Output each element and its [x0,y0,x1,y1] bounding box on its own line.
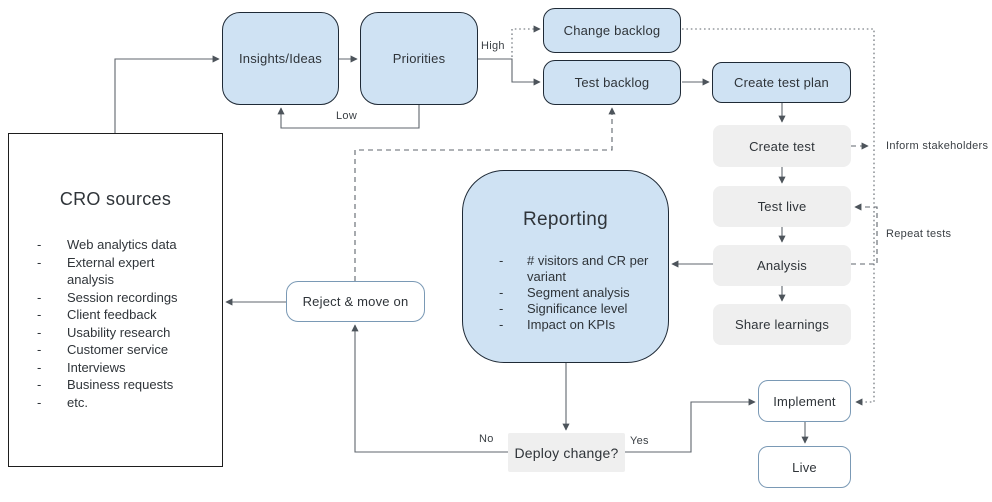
list-item: -Session recordings [37,289,178,305]
edge-label-yes: Yes [630,435,649,447]
node-priorities: Priorities [360,12,478,105]
bullet-dash: - [499,301,504,316]
node-label: Live [792,459,817,475]
node-reject-move-on: Reject & move on [286,281,425,322]
node-test-live: Test live [713,186,851,227]
edge-label-high: High [481,40,505,52]
bullet-dash: - [37,324,42,340]
node-create-test: Create test [713,125,851,167]
connector-priorities-high-to-test-backlog [478,58,541,86]
node-label: Change backlog [563,23,661,38]
list-item: -# visitors and CR per variant [499,253,649,284]
bullet-dash: - [499,253,504,268]
edge-label-inform-stakeholders: Inform stakeholders [886,140,989,152]
connector-high-to-change-backlog-dotted [511,25,541,57]
node-label: Analysis [756,258,807,273]
bullet-dash: - [37,254,42,270]
node-label: Test backlog [574,75,650,90]
bullet-dash: - [499,285,504,300]
node-deploy-change: Deploy change? [508,433,625,472]
bullet-dash: - [37,377,42,392]
bullet-dash: - [37,237,42,252]
list-item: -Segment analysis [499,285,630,300]
reporting-title: Reporting [522,209,609,230]
list-item: -etc. [37,394,88,410]
edge-label-no: No [479,433,494,445]
node-test-backlog: Test backlog [543,60,681,105]
node-label: Insights/Ideas [238,51,322,66]
node-implement: Implement [758,380,851,422]
bullet-dash: - [37,394,42,410]
list-item: -External expert analysis [37,254,155,288]
connector-analysis-repeat-tests-to-test-live-dashed [851,203,878,265]
node-label: Priorities [392,51,446,66]
node-share-learnings: Share learnings [713,304,851,345]
node-cro-sources: CRO sources -Web analytics data -Externa… [8,133,223,467]
node-analysis: Analysis [713,245,851,286]
cro-sources-list: -Web analytics data -External expert ana… [9,236,222,411]
cro-sources-title: CRO sources [59,189,172,209]
node-label: Deploy change? [514,444,619,461]
edge-label-low: Low [336,110,358,122]
edge-label-repeat-tests: Repeat tests [886,228,952,240]
node-change-backlog: Change backlog [543,8,681,53]
list-item: -Interviews [37,359,126,375]
list-item: -Customer service [37,342,169,357]
list-item: -Impact on KPIs [499,317,616,332]
node-label: Test live [757,199,807,214]
bullet-dash: - [37,289,42,305]
bullet-dash: - [37,342,42,357]
list-item: -Business requests [37,377,174,392]
node-label: Share learnings [734,317,830,332]
node-live: Live [758,446,851,488]
node-create-test-plan: Create test plan [712,62,851,103]
bullet-dash: - [499,317,504,332]
list-item: -Web analytics data [37,237,177,252]
node-reporting: Reporting -# visitors and CR per variant… [462,170,669,363]
node-label: Implement [773,393,836,409]
connector-cro-to-insights [114,55,220,133]
node-label: Create test [749,138,815,154]
node-insights-ideas: Insights/Ideas [222,12,339,105]
bullet-dash: - [37,307,42,322]
node-label: Reject & move on [302,294,409,309]
list-item: -Significance level [499,301,628,316]
bullet-dash: - [37,359,42,375]
node-label: Create test plan [734,75,829,90]
reporting-list: -# visitors and CR per variant -Segment … [463,253,668,333]
list-item: -Client feedback [37,307,157,322]
list-item: -Usability research [37,324,171,340]
